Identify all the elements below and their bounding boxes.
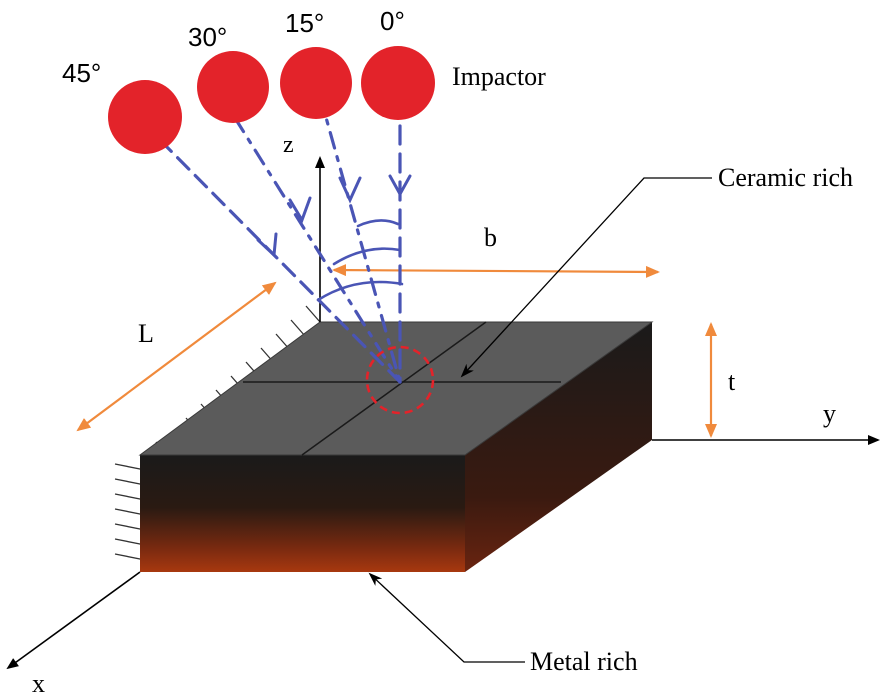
dimension-b-arrow	[332, 264, 660, 278]
x-axis	[6, 571, 141, 670]
impactor-sphere-0deg	[361, 46, 435, 120]
trajectory-30deg	[233, 116, 402, 384]
impactor-spheres	[108, 46, 435, 154]
metal-rich-label: Metal rich	[530, 647, 638, 676]
trajectory-0deg-arrowhead	[388, 174, 412, 198]
ceramic-rich-label: Ceramic rich	[718, 163, 853, 192]
angle-label-30: 30°	[188, 22, 227, 52]
angle-arc-30	[332, 247, 402, 266]
angle-label-0: 0°	[380, 6, 405, 36]
trajectory-45deg-arrowhead	[256, 232, 278, 259]
trajectory-30deg-arrowhead	[288, 196, 312, 224]
angle-arc-45	[316, 280, 404, 302]
trajectory-15deg-arrowhead	[338, 176, 362, 204]
angle-arc-15	[356, 219, 400, 228]
impactor-sphere-15deg	[280, 47, 352, 119]
metal-rich-leader-line	[368, 572, 525, 663]
z-axis-label: z	[283, 132, 294, 158]
angle-label-15: 15°	[285, 8, 324, 38]
dimension-t-label: t	[728, 367, 736, 396]
coordinate-axes: z y x	[6, 132, 880, 695]
impactor-trajectories	[158, 94, 412, 384]
plate-right-face	[465, 322, 652, 572]
dimension-arrows	[76, 264, 717, 438]
ceramic-rich-leader-line	[460, 177, 712, 378]
dimension-L-arrow	[76, 281, 277, 432]
y-axis-label: y	[823, 399, 836, 428]
trajectory-45deg	[158, 138, 402, 384]
dimension-b-label: b	[484, 223, 497, 252]
plate-center-line-x	[301, 321, 487, 456]
angle-label-45: 45°	[62, 58, 101, 88]
impactor-label: Impactor	[452, 62, 546, 91]
impactor-sphere-45deg	[108, 80, 182, 154]
x-axis-label: x	[32, 669, 45, 695]
impactor-sphere-30deg	[197, 51, 269, 123]
dimension-L-label: L	[138, 319, 154, 348]
fgm-plate	[138, 321, 654, 572]
trajectory-15deg	[318, 94, 402, 384]
impact-zone-circle	[365, 345, 435, 415]
plate-front-face	[140, 455, 465, 572]
